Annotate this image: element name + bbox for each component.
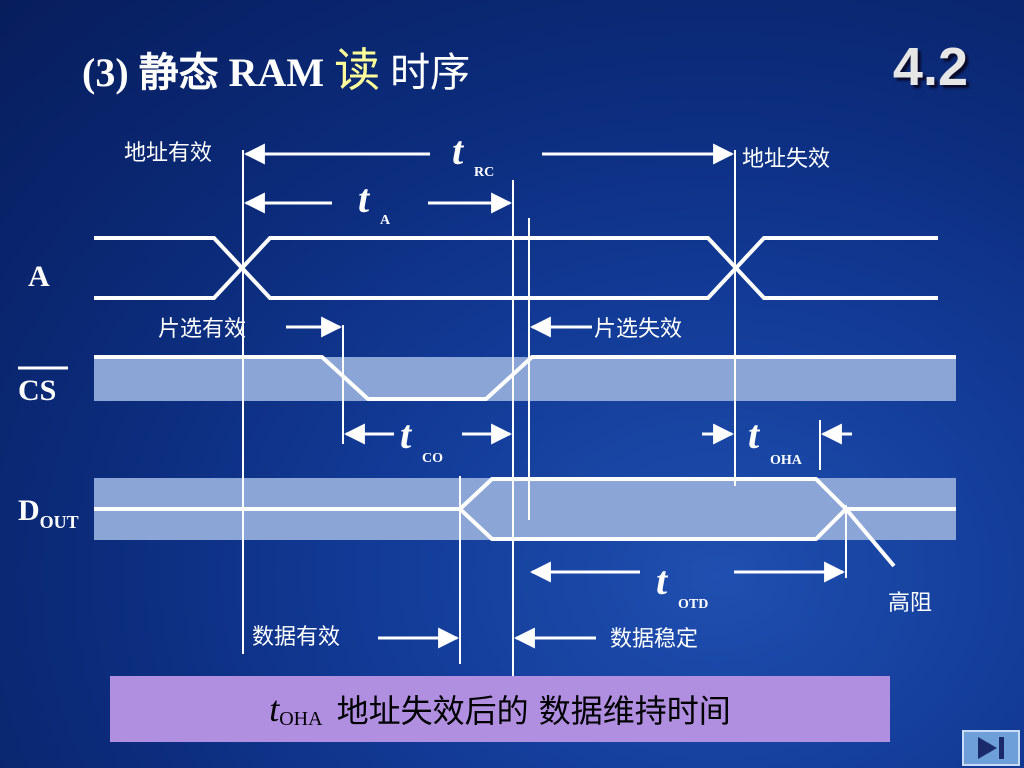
svg-text:t: t	[748, 412, 761, 457]
note-subscript: OHA	[279, 707, 323, 730]
label-cs-valid: 片选有效	[158, 317, 246, 342]
svg-text:t: t	[452, 128, 465, 173]
slide-title: (3) 静态 RAM 读 时序	[82, 34, 470, 100]
cs-waveform	[94, 355, 956, 401]
svg-text:t: t	[358, 176, 371, 221]
next-slide-button[interactable]	[962, 730, 1020, 766]
label-address-valid: 地址有效	[124, 141, 212, 166]
title-suffix: 时序	[390, 50, 471, 95]
timing-toha: t OHA	[748, 412, 803, 468]
svg-text:t: t	[400, 412, 413, 457]
signal-data-out: DOUT	[18, 494, 79, 532]
timing-totd: t OTD	[656, 558, 708, 612]
label-data-valid: 数据有效	[252, 625, 340, 650]
dout-waveform	[94, 477, 956, 568]
svg-text:A: A	[380, 213, 391, 228]
signal-data-out-sub: OUT	[40, 512, 79, 532]
label-data-stable: 数据稳定	[610, 627, 698, 652]
label-high-impedance: 高阻	[888, 591, 932, 616]
timing-ta: t A	[358, 176, 391, 228]
signal-data-out-main: D	[18, 494, 40, 527]
svg-text:RC: RC	[474, 165, 494, 180]
timing-arrows	[243, 143, 852, 649]
reference-lines	[242, 150, 847, 676]
svg-text:OHA: OHA	[770, 453, 803, 468]
address-waveform	[94, 236, 938, 300]
title-highlight: 读	[334, 45, 381, 96]
timing-trc: t RC	[452, 128, 494, 180]
svg-text:OTD: OTD	[678, 597, 708, 612]
signal-chip-select: CS	[18, 374, 56, 407]
svg-text:CO: CO	[422, 451, 443, 466]
title-prefix: (3) 静态 RAM	[82, 50, 325, 95]
timing-tco: t CO	[400, 412, 443, 466]
label-cs-invalid: 片选失效	[594, 317, 682, 342]
note-symbol: t	[269, 689, 280, 729]
note-text: 地址失效后的 数据维持时间	[336, 692, 731, 730]
skip-forward-icon	[978, 737, 1004, 759]
slide-number: 4.2	[892, 37, 968, 97]
signal-address: A	[28, 260, 50, 293]
svg-text:t: t	[656, 558, 669, 603]
label-address-invalid: 地址失效	[742, 147, 830, 172]
